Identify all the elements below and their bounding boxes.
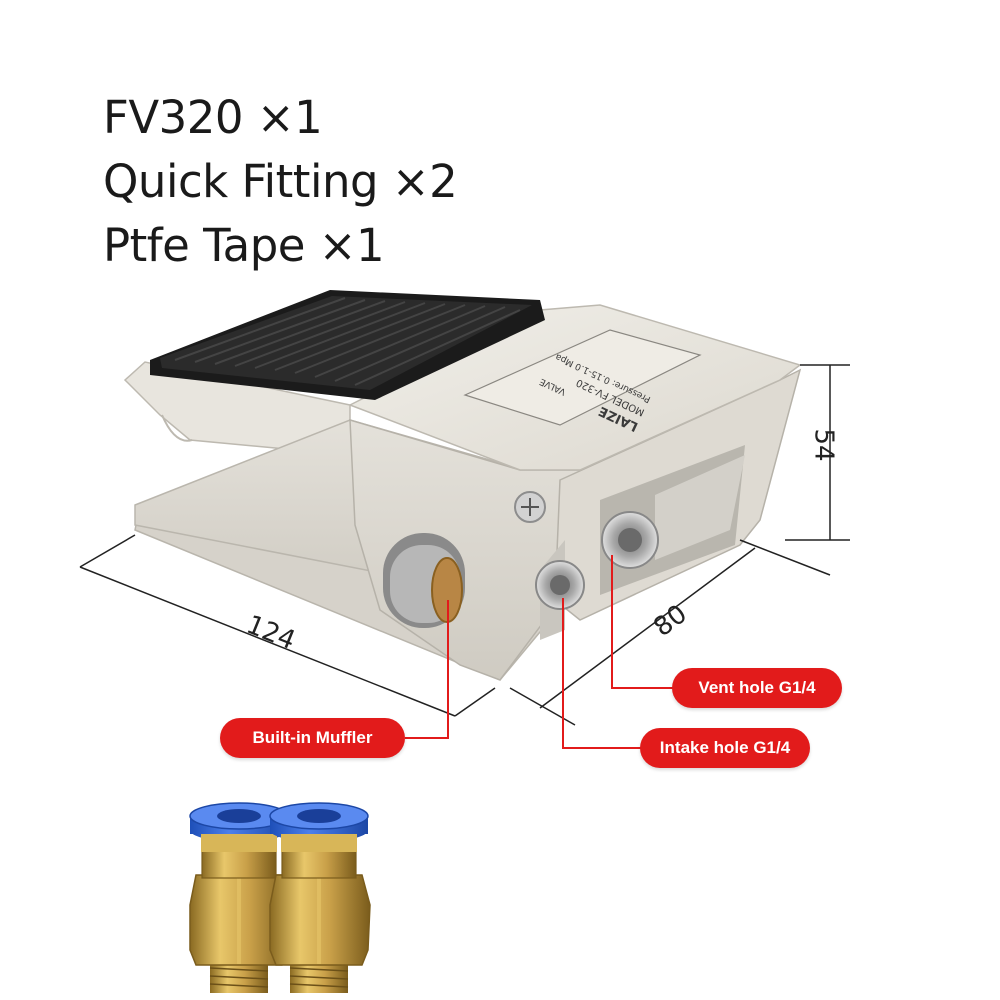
contents-item-name: Ptfe Tape (103, 219, 305, 272)
contents-item-qty: ×1 (256, 91, 323, 144)
callout-label: Intake hole G1/4 (659, 738, 791, 757)
contents-item-qty: ×2 (391, 155, 458, 208)
contents-item-fitting: Quick Fitting ×2 (103, 150, 458, 214)
callout-built-in-muffler: Built-in Muffler (220, 718, 405, 758)
dimension-lines (79, 364, 850, 726)
contents-item-name: FV320 (103, 91, 244, 144)
contents-item-qty: ×1 (318, 219, 385, 272)
dimension-height: 54 (809, 428, 839, 461)
package-contents: FV320 ×1 Quick Fitting ×2 Ptfe Tape ×1 (103, 86, 458, 278)
callout-label: Built-in Muffler (252, 728, 373, 747)
pedal-pad (150, 290, 545, 400)
screw (514, 491, 546, 523)
callout-label: Vent hole G1/4 (698, 678, 816, 697)
quick-fitting (269, 802, 371, 993)
dimension-height-value: 54 (808, 428, 839, 462)
port-openings (535, 445, 745, 640)
muffler-window (383, 533, 465, 628)
callout-vent-hole: Vent hole G1/4 (672, 668, 842, 708)
foot-valve: LAIZE VALVE MODEL FV-320 Pressure: 0.15-… (123, 290, 802, 681)
callout-intake-hole: Intake hole G1/4 (640, 728, 810, 768)
model-plate: LAIZE VALVE MODEL FV-320 Pressure: 0.15-… (463, 329, 702, 434)
contents-item-valve: FV320 ×1 (103, 86, 457, 150)
quick-fittings (189, 802, 371, 993)
callout-leaders (405, 555, 685, 749)
quick-fitting (189, 802, 291, 993)
contents-item-name: Quick Fitting (103, 155, 379, 208)
contents-item-tape: Ptfe Tape ×1 (103, 214, 457, 278)
